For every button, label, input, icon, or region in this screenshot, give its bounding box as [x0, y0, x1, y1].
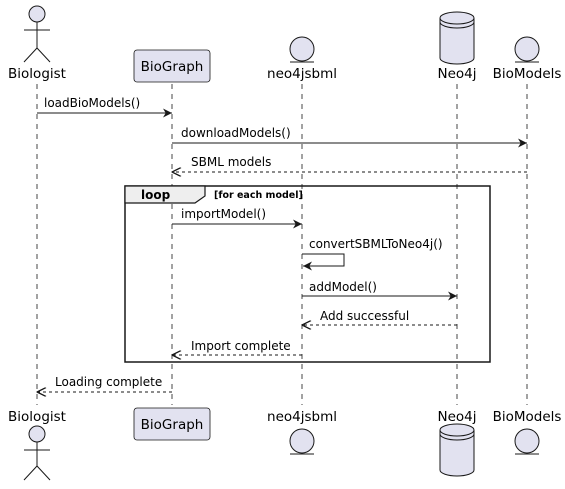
- database-icon: [439, 430, 475, 477]
- participant-biograph-top: BioGraph: [133, 49, 211, 83]
- message-loading-complete: Loading complete: [37, 375, 172, 392]
- message-arrow: [302, 253, 345, 271]
- message-sbml-models: SBML models: [172, 155, 527, 172]
- lifelines: [36, 84, 528, 405]
- participant-biograph-bottom: BioGraph: [133, 407, 211, 441]
- database-neo4j-top: Neo4j: [437, 11, 477, 82]
- loop-fragment: loop [for each model]: [124, 185, 491, 363]
- participants-bottom: Biologist BioGraph neo4jsbml Neo4j: [8, 407, 562, 481]
- actor-biologist-bottom: Biologist: [8, 409, 66, 481]
- message-download-models: downloadModels(): [172, 126, 527, 148]
- entity-icon: [289, 36, 315, 62]
- participant-box: [133, 49, 211, 83]
- message-label: Add successful: [320, 309, 409, 323]
- entity-neo4jsbml-top: neo4jsbml: [267, 36, 337, 82]
- message-label: convertSBMLToNeo4j(): [309, 237, 443, 251]
- message-label: loadBioModels(): [44, 96, 140, 110]
- message-label: Loading complete: [55, 375, 162, 389]
- participants-top: Biologist BioGraph neo4jsbml Neo4j BioMo…: [8, 5, 562, 83]
- database-icon-band: [439, 433, 475, 441]
- actor-biologist-top: Biologist: [8, 5, 66, 82]
- participant-label-biomodels: BioModels: [493, 409, 562, 425]
- participant-label-biomodels: BioModels: [493, 66, 562, 82]
- participant-label-biograph: BioGraph: [141, 59, 204, 75]
- database-icon-top: [439, 423, 475, 437]
- message-import-model: importModel(): [172, 207, 302, 229]
- message-convert-sbml: convertSBMLToNeo4j(): [302, 237, 443, 271]
- message-label: SBML models: [191, 155, 271, 169]
- loop-keyword: loop: [141, 188, 171, 202]
- message-label: addModel(): [309, 280, 377, 294]
- database-neo4j-bottom: Neo4j: [437, 409, 477, 477]
- entity-icon: [289, 428, 315, 454]
- message-add-successful: Add successful: [302, 309, 457, 325]
- participant-label-neo4j: Neo4j: [437, 66, 476, 82]
- message-label: Import complete: [191, 339, 291, 353]
- database-icon-band: [439, 21, 475, 29]
- participant-label-biograph: BioGraph: [141, 417, 204, 433]
- messages: loadBioModels() downloadModels() SBML mo…: [37, 96, 527, 392]
- participant-label-biologist: Biologist: [8, 409, 66, 425]
- loop-tab: [124, 185, 206, 204]
- message-load-biomodels: loadBioModels(): [37, 96, 172, 118]
- loop-guard: [for each model]: [214, 190, 303, 201]
- message-label: downloadModels(): [181, 126, 291, 140]
- actor-figure-icon: [23, 425, 51, 481]
- entity-icon: [514, 36, 540, 62]
- participant-box: [133, 407, 211, 441]
- loop-frame: [124, 185, 491, 363]
- participant-label-biologist: Biologist: [8, 66, 66, 82]
- actor-figure-icon: [23, 5, 51, 63]
- entity-icon: [514, 428, 540, 454]
- entity-biomodels-top: BioModels: [493, 36, 562, 82]
- database-icon: [439, 18, 475, 65]
- message-import-complete: Import complete: [172, 339, 302, 355]
- database-icon-top: [439, 11, 475, 25]
- participant-label-neo4jsbml: neo4jsbml: [267, 66, 337, 82]
- entity-neo4jsbml-bottom: neo4jsbml: [267, 409, 337, 455]
- participant-label-neo4jsbml: neo4jsbml: [267, 409, 337, 425]
- participant-label-neo4j: Neo4j: [437, 409, 476, 425]
- entity-biomodels-bottom: BioModels: [493, 409, 562, 455]
- message-label: importModel(): [181, 207, 266, 221]
- message-add-model: addModel(): [302, 280, 457, 301]
